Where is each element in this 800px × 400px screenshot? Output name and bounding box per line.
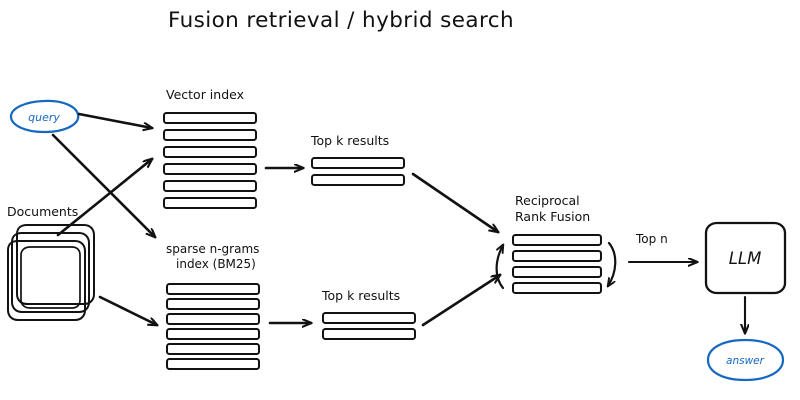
- node-vector-index[interactable]: Vector index: [163, 87, 257, 209]
- node-reciprocal-rank-fusion[interactable]: Reciprocal Rank Fusion: [495, 193, 617, 294]
- edge-top-k-bottom-to-rrf: [421, 275, 500, 327]
- node-llm-label: LLM: [729, 249, 762, 268]
- node-vector-index-label: Vector index: [166, 87, 244, 102]
- vector-index-bars: [163, 112, 257, 209]
- edge-label-top-n: Top n: [635, 232, 668, 246]
- node-top-k-results-bottom[interactable]: Top k results: [321, 288, 416, 340]
- edge-documents-to-sparse-index: [98, 295, 157, 325]
- node-sparse-index-label-line1: sparse n-grams: [166, 242, 259, 256]
- node-query[interactable]: query: [9, 99, 80, 134]
- rrf-loop-arrow-left: [495, 245, 503, 290]
- rrf-loop-arrow-right: [608, 241, 617, 286]
- page-title: Fusion retrieval / hybrid search: [168, 8, 514, 33]
- sparse-index-bars: [166, 283, 260, 370]
- node-rrf-label-line2: Rank Fusion: [515, 209, 590, 224]
- node-query-label: query: [28, 111, 60, 124]
- edge-top-k-top-to-rrf: [411, 172, 498, 232]
- top-k-bottom-bars: [322, 312, 416, 340]
- node-llm[interactable]: LLM: [704, 221, 787, 295]
- node-documents-label: Documents: [7, 204, 78, 219]
- node-answer-label: answer: [726, 355, 765, 367]
- node-top-k-results-top[interactable]: Top k results: [310, 133, 405, 186]
- node-sparse-index[interactable]: sparse n-grams index (BM25): [166, 242, 260, 370]
- edge-query-to-sparse-index: [51, 133, 155, 237]
- rrf-bars: [512, 234, 602, 294]
- node-documents[interactable]: Documents: [7, 204, 95, 321]
- node-sparse-index-label-line2: index (BM25): [176, 257, 256, 271]
- node-top-k-results-bottom-label: Top k results: [321, 288, 400, 303]
- edge-query-to-vector-index: [77, 112, 152, 128]
- top-k-top-bars: [311, 157, 405, 186]
- node-rrf-label-line1: Reciprocal: [515, 193, 580, 208]
- edge-documents-to-vector-index: [56, 159, 152, 237]
- node-answer[interactable]: answer: [706, 338, 785, 382]
- node-top-k-results-top-label: Top k results: [310, 133, 389, 148]
